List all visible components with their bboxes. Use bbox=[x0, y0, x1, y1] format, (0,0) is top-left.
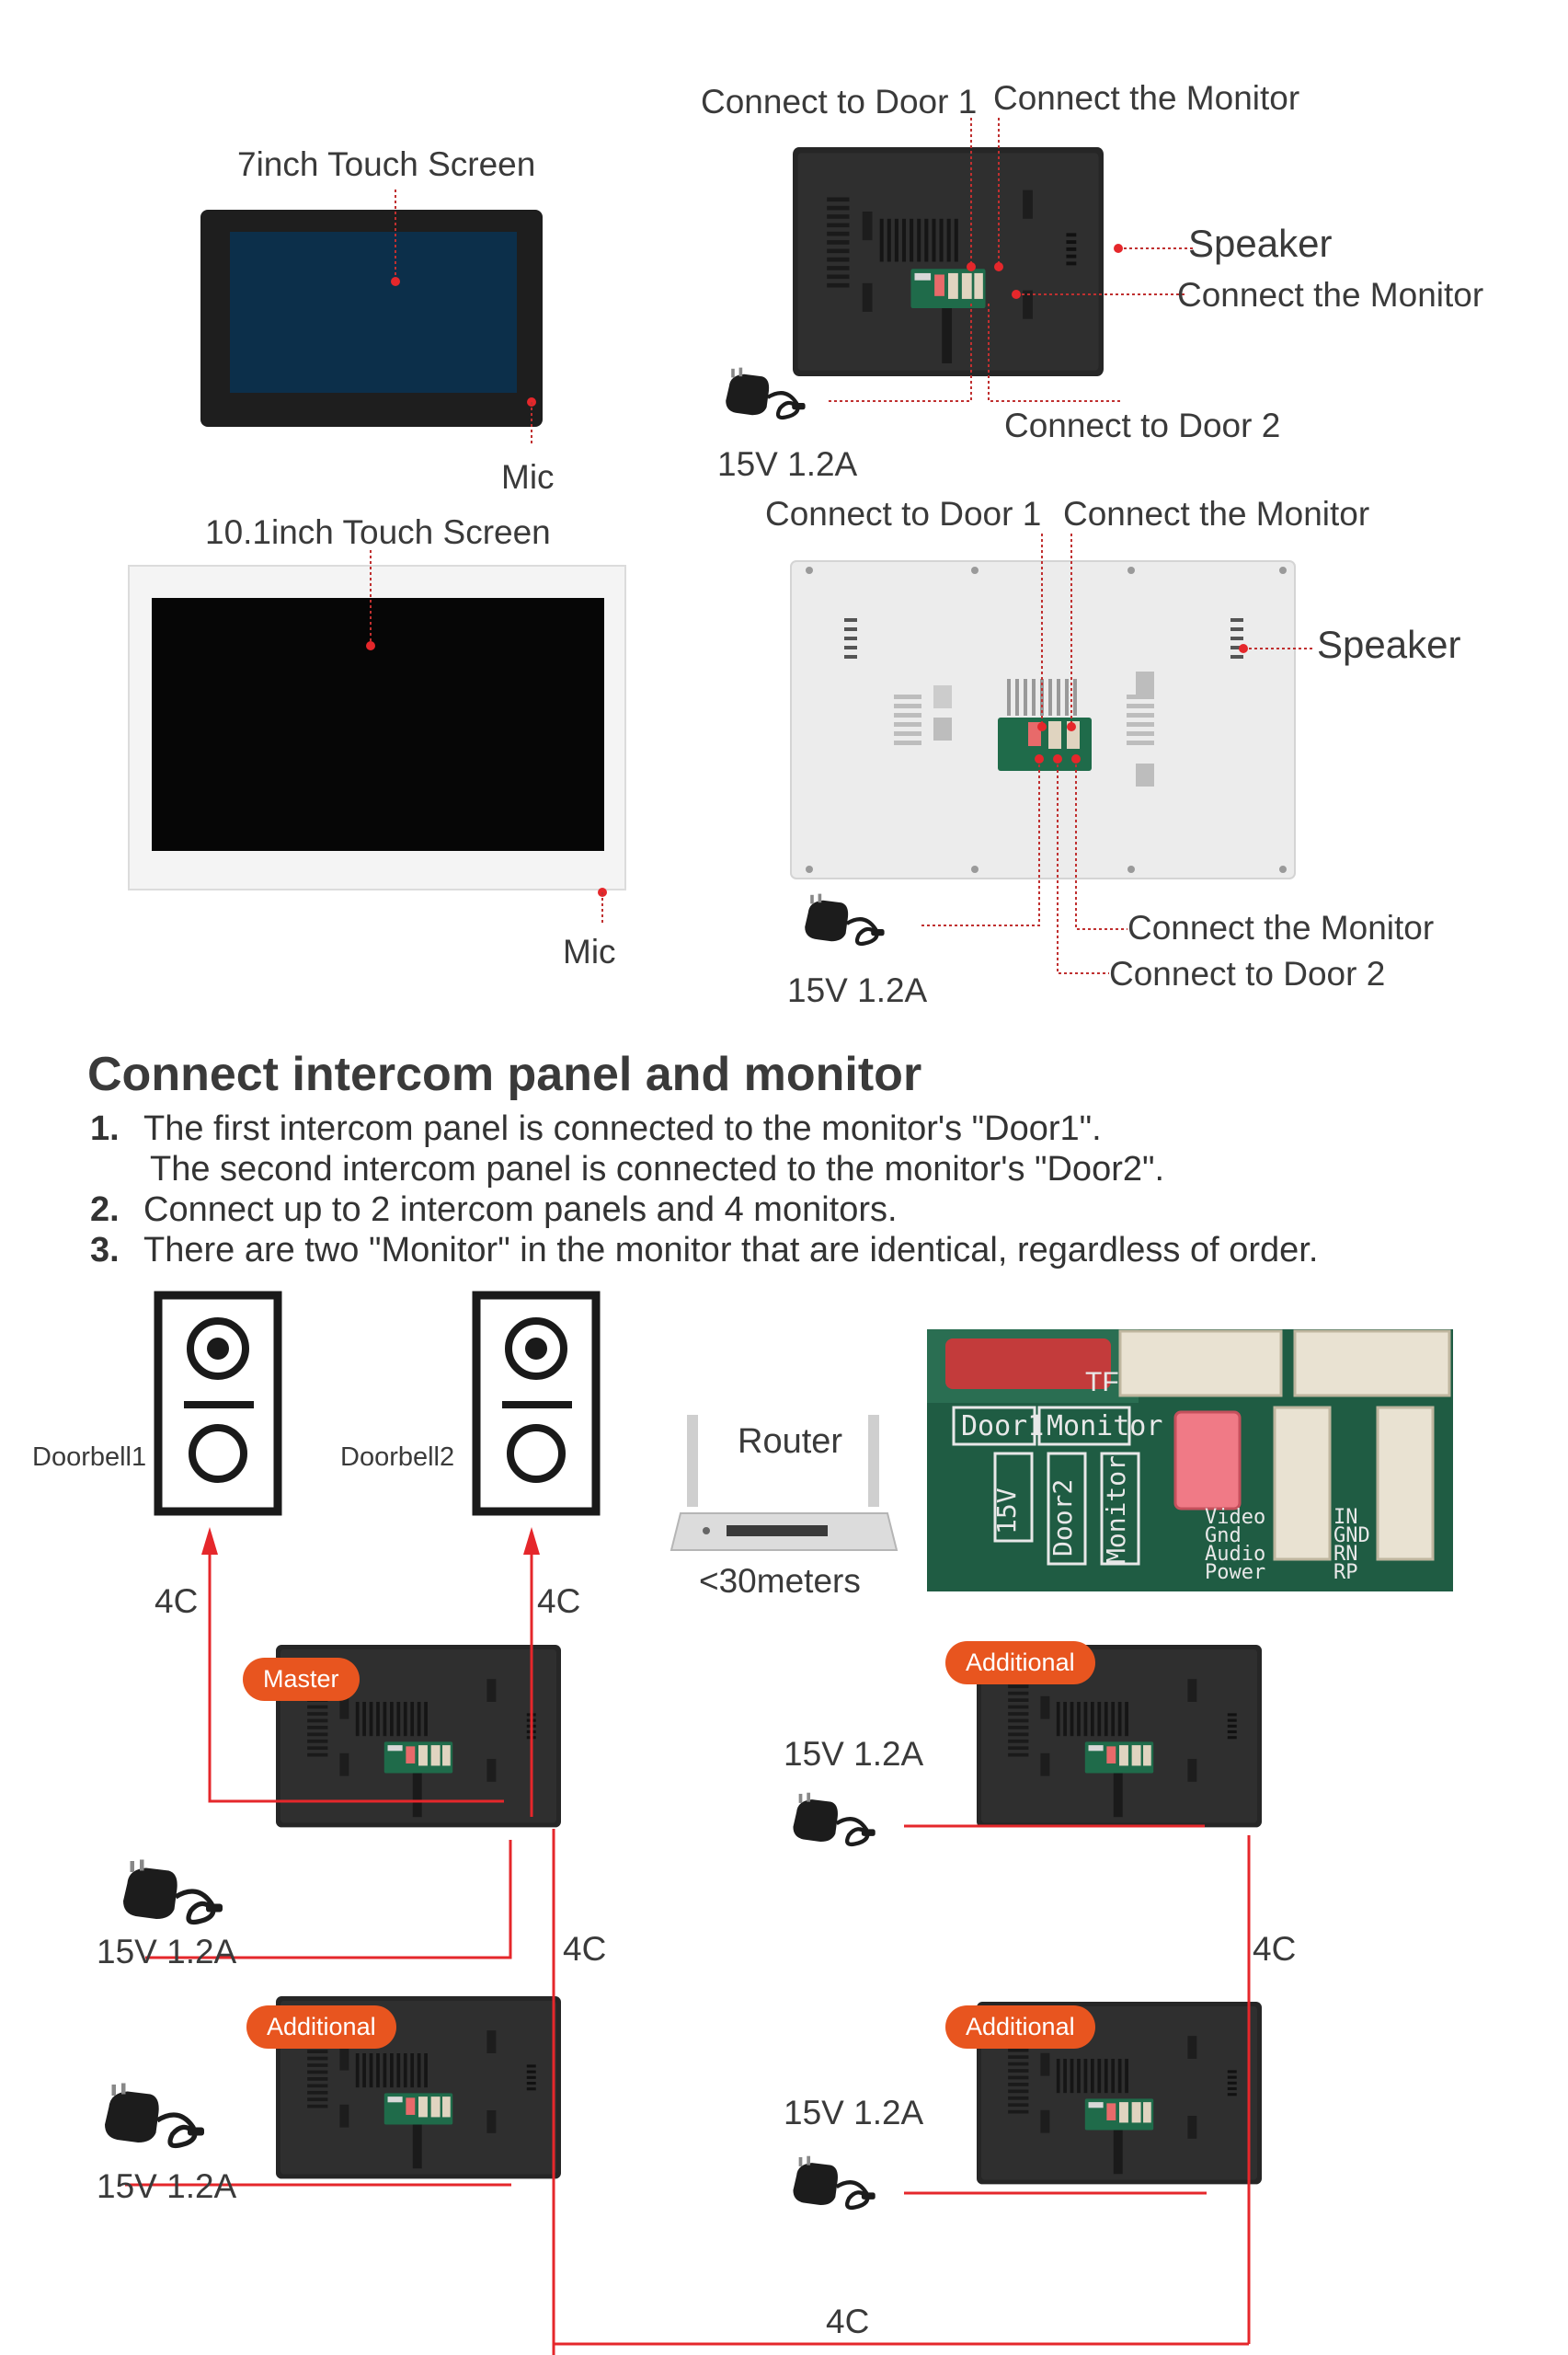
power-master: 15V 1.2A bbox=[97, 1933, 237, 1970]
power-additional-top: 15V 1.2A bbox=[784, 1735, 924, 1773]
pcb-pin-audio: Audio bbox=[1205, 1543, 1266, 1566]
additional-tag-bottom-right: Additional bbox=[945, 2005, 1095, 2049]
pcb-door2-label: Door2 bbox=[1047, 1478, 1078, 1557]
pcb-door1-label: Door1 bbox=[961, 1410, 1045, 1442]
pcb-tf-label: TF bbox=[1085, 1367, 1119, 1397]
cable-4c-bottom: 4C bbox=[826, 2303, 870, 2340]
router-range-label: <30meters bbox=[699, 1562, 861, 1600]
pcb-pin-rp: RP bbox=[1333, 1561, 1358, 1584]
m10-monitor-top-label: Connect the Monitor bbox=[1063, 495, 1370, 533]
router-label: Router bbox=[738, 1422, 843, 1461]
screen10-mic-label: Mic bbox=[563, 933, 616, 971]
m7-power-label: 15V 1.2A bbox=[717, 445, 858, 483]
m7-monitor-side-label: Connect the Monitor bbox=[1177, 276, 1484, 314]
pcb-pin-labels-right: IN GND RN RP bbox=[1333, 1506, 1370, 1584]
cable-4c-middle-left: 4C bbox=[563, 1930, 607, 1968]
cable-4c-doorbell1: 4C bbox=[155, 1582, 199, 1620]
pcb-pin-power: Power bbox=[1205, 1561, 1266, 1584]
doorbell2-label: Doorbell2 bbox=[340, 1442, 455, 1472]
cable-4c-doorbell2: 4C bbox=[537, 1582, 581, 1620]
m7-door1-label: Connect to Door 1 bbox=[701, 83, 978, 121]
pcb-pin-labels: Video Gnd Audio Power bbox=[1205, 1506, 1266, 1584]
pcb-pin-gnd: Gnd bbox=[1205, 1524, 1242, 1547]
pcb-15v-label: 15V bbox=[991, 1488, 1022, 1534]
pcb-pin-video: Video bbox=[1205, 1506, 1266, 1529]
step-1-cont: The second intercom panel is connected t… bbox=[150, 1150, 1165, 1189]
m10-door1-label: Connect to Door 1 bbox=[765, 495, 1042, 533]
m7-door2-label: Connect to Door 2 bbox=[1004, 407, 1281, 444]
additional-tag-top-right: Additional bbox=[945, 1641, 1095, 1684]
cable-4c-middle-right: 4C bbox=[1253, 1930, 1297, 1968]
step-3: 3.There are two "Monitor" in the monitor… bbox=[90, 1231, 1319, 1269]
m10-monitor-bottom-label: Connect the Monitor bbox=[1127, 909, 1435, 947]
m10-speaker-label: Speaker bbox=[1317, 623, 1461, 666]
power-additional-bottom-right: 15V 1.2A bbox=[784, 2094, 924, 2131]
instructions-steps: 1.The first intercom panel is connected … bbox=[90, 1109, 1318, 1270]
step-2: 2.Connect up to 2 intercom panels and 4 … bbox=[90, 1190, 898, 1229]
screen7-title: 7inch Touch Screen bbox=[237, 145, 536, 183]
m10-door2-label: Connect to Door 2 bbox=[1109, 955, 1386, 993]
pcb-pin-gnd-right: GND bbox=[1333, 1524, 1370, 1547]
step-1: 1.The first intercom panel is connected … bbox=[90, 1109, 1102, 1148]
m10-power-label: 15V 1.2A bbox=[787, 971, 928, 1009]
master-tag: Master bbox=[243, 1658, 360, 1701]
additional-tag-bottom-left: Additional bbox=[246, 2005, 396, 2049]
screen10-title: 10.1inch Touch Screen bbox=[205, 513, 551, 551]
pcb-monitor-vertical-label: Monitor bbox=[1101, 1454, 1131, 1564]
pcb-pin-in: IN bbox=[1333, 1506, 1358, 1529]
m7-monitor-top-label: Connect the Monitor bbox=[993, 79, 1300, 117]
doorbell1-label: Doorbell1 bbox=[32, 1442, 147, 1472]
pcb-pin-rn: RN bbox=[1333, 1543, 1358, 1566]
power-additional-bottom-left: 15V 1.2A bbox=[97, 2167, 237, 2205]
pcb-monitor-label: Monitor bbox=[1047, 1410, 1163, 1442]
instructions-heading: Connect intercom panel and monitor bbox=[87, 1048, 922, 1101]
screen7-mic-label: Mic bbox=[501, 458, 555, 496]
m7-speaker-label: Speaker bbox=[1188, 222, 1333, 265]
